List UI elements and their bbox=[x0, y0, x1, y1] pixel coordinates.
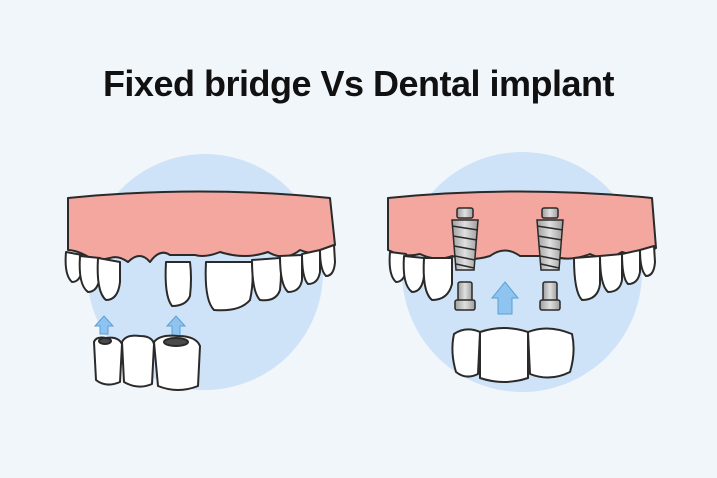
tooth bbox=[424, 258, 452, 300]
tooth bbox=[640, 246, 655, 276]
crown-socket bbox=[164, 338, 188, 346]
abutment-tooth bbox=[166, 262, 191, 306]
crown bbox=[528, 328, 574, 377]
tooth bbox=[320, 245, 335, 276]
tooth bbox=[302, 250, 320, 284]
crown bbox=[452, 329, 480, 376]
upper-gum bbox=[68, 192, 335, 263]
upper-gum bbox=[388, 192, 656, 260]
crown bbox=[122, 336, 154, 387]
bridge-crowns-icon bbox=[94, 336, 200, 390]
tooth bbox=[98, 258, 120, 300]
crown bbox=[480, 328, 528, 382]
tooth bbox=[600, 254, 622, 292]
implant-crown-set-icon bbox=[452, 328, 573, 382]
tooth bbox=[206, 262, 253, 310]
panel-fixed-bridge bbox=[66, 154, 335, 390]
panel-dental-implant bbox=[388, 152, 656, 392]
crown-socket bbox=[99, 338, 111, 344]
tooth bbox=[280, 255, 302, 292]
tooth bbox=[252, 258, 281, 300]
tooth bbox=[404, 256, 424, 292]
tooth bbox=[574, 256, 600, 300]
tooth bbox=[622, 250, 640, 284]
